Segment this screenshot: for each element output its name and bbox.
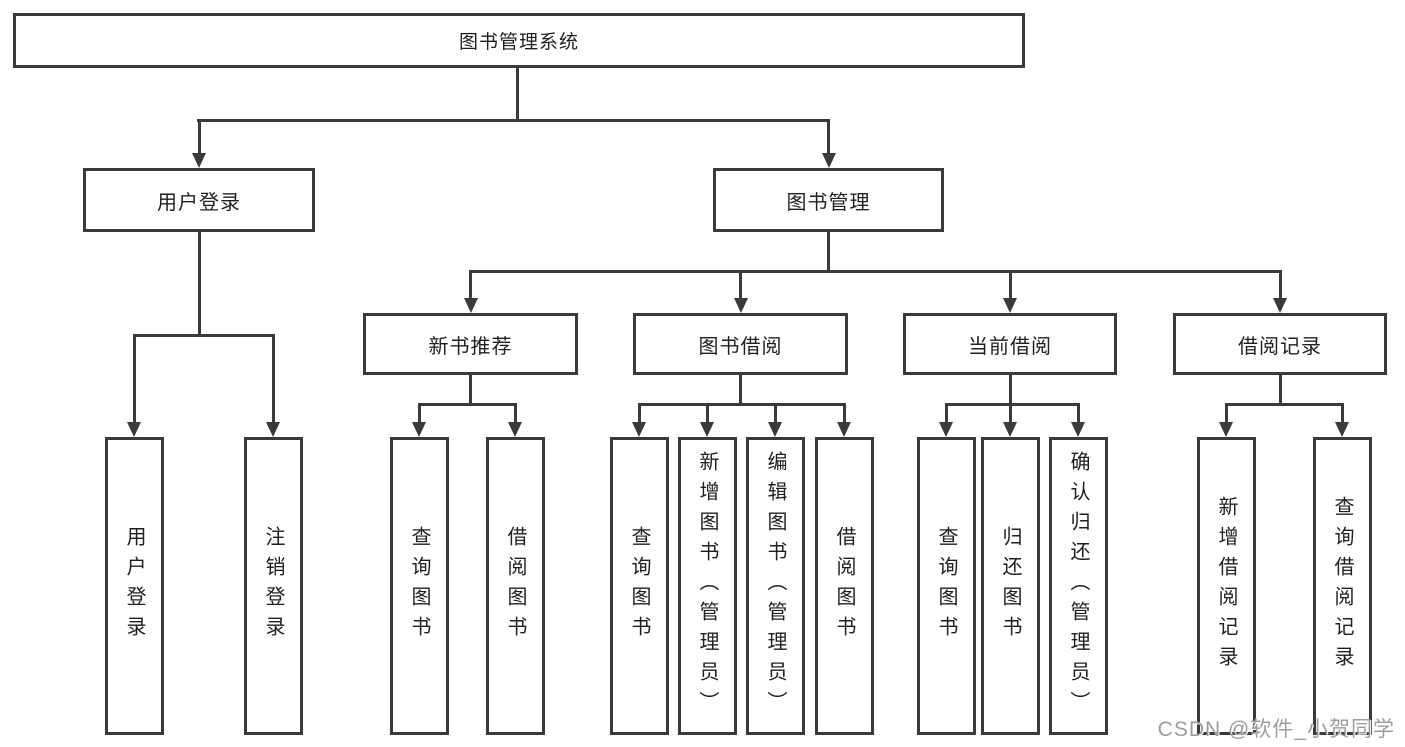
leaf-query-borrowing-record: 查询借阅记录 bbox=[1313, 437, 1372, 735]
leaf-label: 查询图书 bbox=[935, 526, 957, 646]
leaf-borrow-books-recommendation: 借阅图书 bbox=[486, 437, 545, 735]
connector-line bbox=[516, 68, 519, 121]
csdn-watermark: CSDN @软件_小贺同学 bbox=[1157, 718, 1395, 741]
connector-line bbox=[469, 270, 1282, 273]
arrowhead-down-icon bbox=[192, 153, 206, 168]
connector-line bbox=[132, 335, 136, 422]
leaf-add-borrowing-record: 新增借阅记录 bbox=[1197, 437, 1256, 735]
node-label: 图书管理 bbox=[786, 191, 871, 214]
node-book-borrowing: 图书借阅 bbox=[633, 313, 848, 375]
connector-line bbox=[705, 404, 709, 422]
arrowhead-down-icon bbox=[1003, 298, 1017, 313]
arrowhead-down-icon bbox=[1273, 298, 1287, 313]
arrowhead-down-icon bbox=[127, 422, 141, 437]
leaf-label: 查询图书 bbox=[628, 526, 650, 646]
leaf-borrow-books: 借阅图书 bbox=[815, 437, 874, 735]
connector-line bbox=[1008, 271, 1012, 298]
connector-line bbox=[1224, 404, 1228, 422]
connector-line bbox=[944, 403, 1080, 406]
connector-line bbox=[469, 375, 472, 406]
arrowhead-down-icon bbox=[768, 422, 782, 437]
arrowhead-down-icon bbox=[733, 298, 748, 313]
arrowhead-down-icon bbox=[1071, 422, 1085, 437]
connector-line bbox=[637, 403, 846, 406]
arrowhead-down-icon bbox=[1335, 422, 1349, 437]
connector-line bbox=[132, 334, 275, 337]
leaf-return-books: 归还图书 bbox=[981, 437, 1040, 735]
node-book-management: 图书管理 bbox=[713, 168, 944, 232]
leaf-logout-login: 注销登录 bbox=[244, 437, 303, 735]
node-label: 新书推荐 bbox=[428, 335, 513, 358]
node-label: 用户登录 bbox=[157, 191, 241, 214]
connector-line bbox=[197, 120, 201, 153]
node-label: 当前借阅 bbox=[968, 335, 1052, 358]
connector-line bbox=[1278, 375, 1282, 406]
arrowhead-down-icon bbox=[939, 422, 953, 437]
arrowhead-down-icon bbox=[463, 298, 478, 313]
arrowhead-down-icon bbox=[821, 153, 836, 168]
arrowhead-down-icon bbox=[1219, 422, 1233, 437]
connector-line bbox=[1224, 403, 1344, 406]
leaf-confirm-return-admin: 确认归还（管理员） bbox=[1049, 437, 1108, 735]
connector-line bbox=[842, 404, 846, 422]
connector-line bbox=[1008, 404, 1012, 422]
connector-line bbox=[197, 119, 830, 122]
connector-line bbox=[469, 271, 472, 298]
arrowhead-down-icon bbox=[508, 422, 522, 437]
leaf-label: 查询图书 bbox=[408, 526, 430, 646]
arrowhead-down-icon bbox=[700, 422, 714, 437]
arrowhead-down-icon bbox=[632, 422, 646, 437]
connector-line bbox=[827, 232, 830, 273]
node-borrowing-records: 借阅记录 bbox=[1173, 313, 1387, 375]
leaf-query-books-recommendation: 查询图书 bbox=[390, 437, 449, 735]
connector-line bbox=[1278, 271, 1282, 298]
leaf-label: 注销登录 bbox=[262, 526, 284, 646]
connector-line bbox=[1340, 404, 1344, 422]
connector-line bbox=[944, 404, 948, 422]
leaf-edit-books-admin: 编辑图书（管理员） bbox=[746, 437, 805, 735]
node-current-borrowing: 当前借阅 bbox=[903, 313, 1117, 375]
connector-line bbox=[1076, 404, 1080, 422]
node-new-book-recommendation: 新书推荐 bbox=[363, 313, 578, 375]
leaf-query-books-current: 查询图书 bbox=[917, 437, 976, 735]
node-library-management-system: 图书管理系统 bbox=[13, 13, 1025, 68]
connector-line bbox=[513, 404, 517, 422]
leaf-user-login: 用户登录 bbox=[105, 437, 164, 735]
arrowhead-down-icon bbox=[412, 422, 426, 437]
node-label: 借阅记录 bbox=[1238, 335, 1322, 358]
leaf-label: 编辑图书（管理员） bbox=[764, 451, 786, 721]
leaf-label: 归还图书 bbox=[999, 526, 1021, 646]
leaf-label: 确认归还（管理员） bbox=[1067, 451, 1089, 721]
connector-line bbox=[197, 232, 201, 337]
leaf-query-books-borrowing: 查询图书 bbox=[610, 437, 669, 735]
arrowhead-down-icon bbox=[266, 422, 280, 437]
leaf-label: 借阅图书 bbox=[833, 526, 855, 646]
connector-line bbox=[1008, 375, 1012, 406]
connector-line bbox=[739, 271, 742, 298]
connector-line bbox=[827, 120, 830, 153]
connector-line bbox=[271, 335, 275, 422]
leaf-label: 新增图书（管理员） bbox=[696, 451, 718, 721]
connector-line bbox=[417, 404, 421, 422]
node-label: 图书借阅 bbox=[698, 335, 783, 358]
leaf-label: 借阅图书 bbox=[504, 526, 526, 646]
arrowhead-down-icon bbox=[837, 422, 851, 437]
connector-line bbox=[417, 403, 517, 406]
leaf-label: 用户登录 bbox=[123, 526, 145, 646]
leaf-label: 新增借阅记录 bbox=[1215, 496, 1237, 676]
connector-line bbox=[739, 375, 742, 406]
leaf-add-books-admin: 新增图书（管理员） bbox=[678, 437, 737, 735]
connector-line bbox=[773, 404, 777, 422]
leaf-label: 查询借阅记录 bbox=[1331, 496, 1353, 676]
node-user-login: 用户登录 bbox=[83, 168, 315, 232]
node-label: 图书管理系统 bbox=[458, 32, 579, 53]
arrowhead-down-icon bbox=[1003, 422, 1017, 437]
connector-line bbox=[637, 404, 641, 422]
